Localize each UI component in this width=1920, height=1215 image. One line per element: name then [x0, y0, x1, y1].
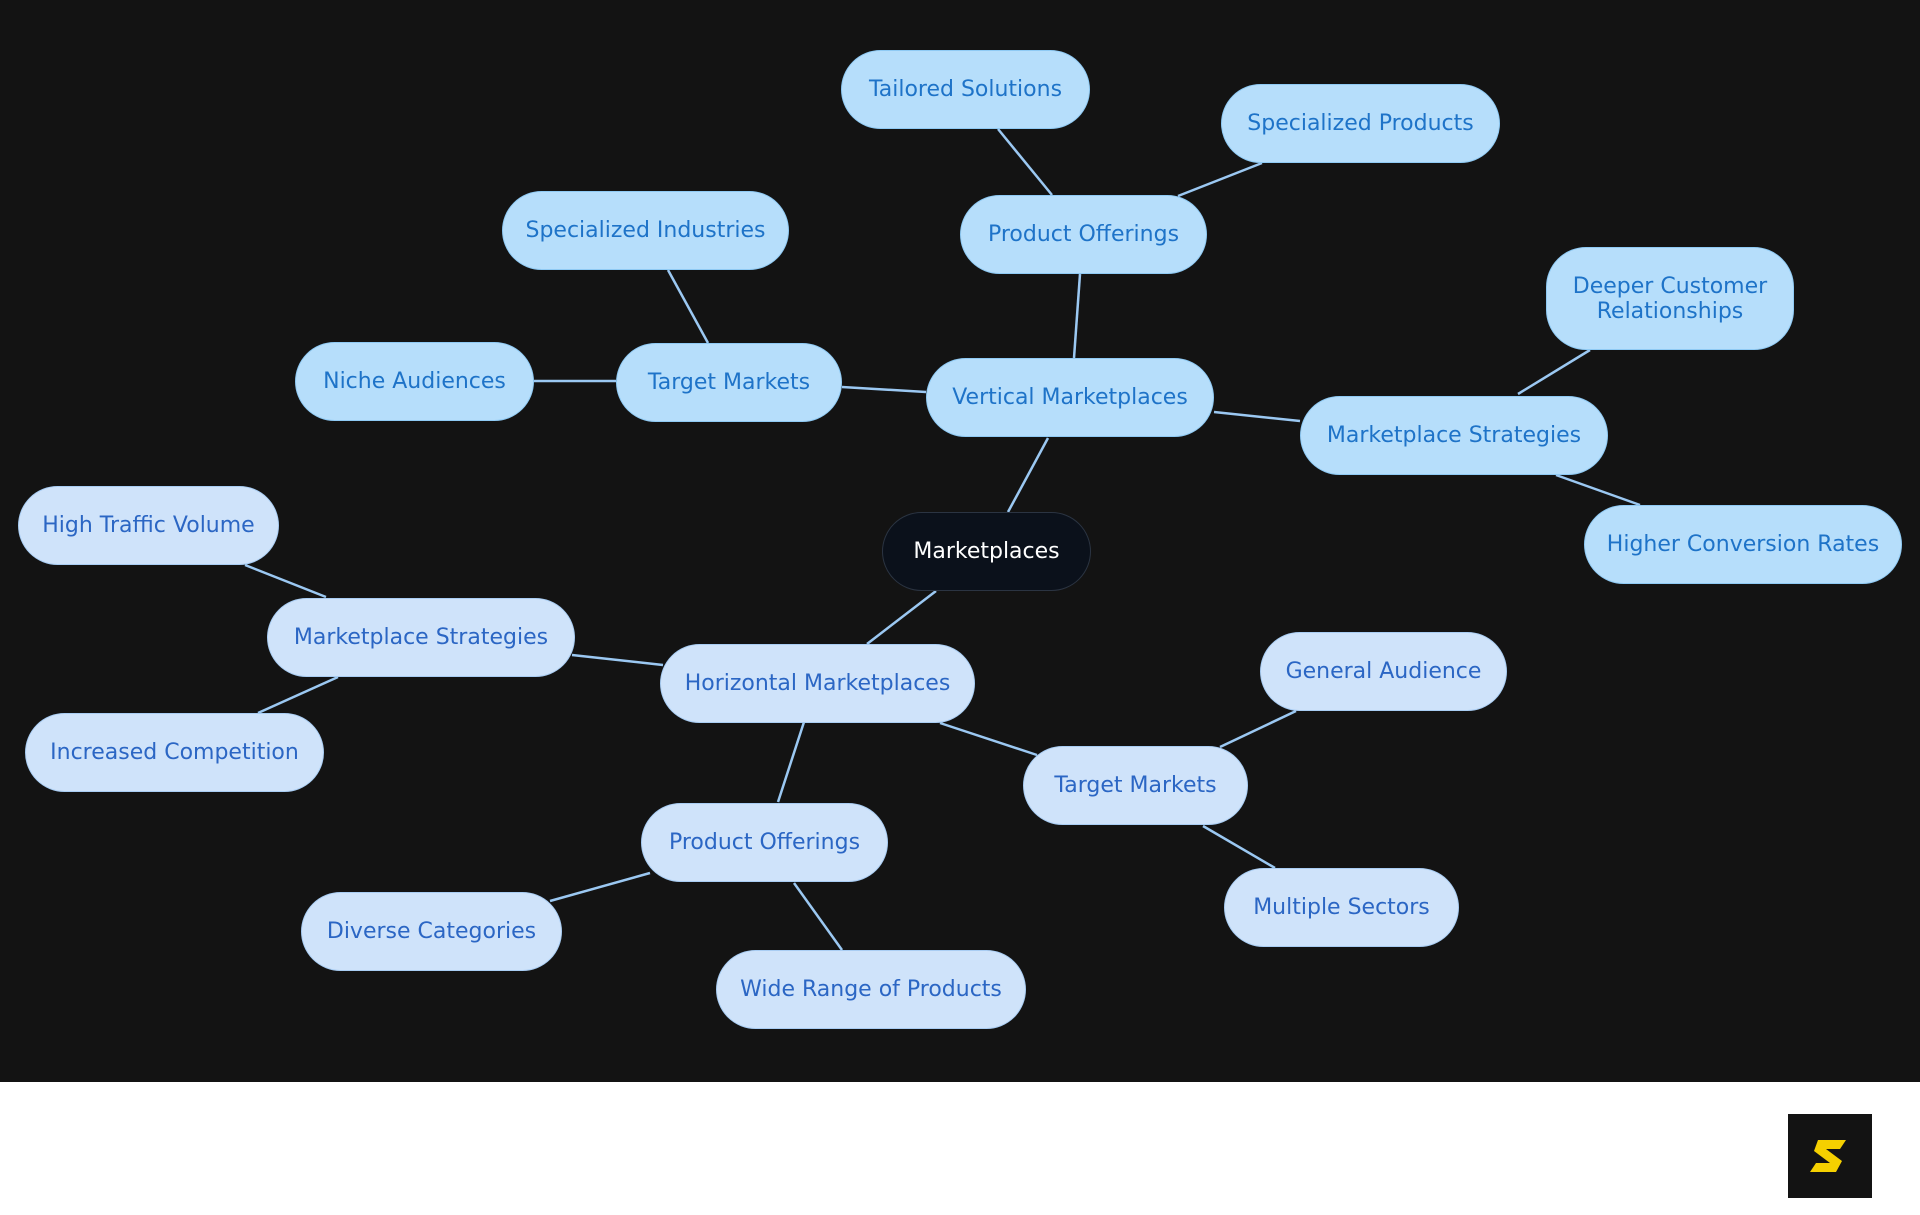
edge-hproduct-diverse — [549, 871, 651, 903]
edge-vertical-strategies — [1213, 410, 1301, 423]
edge-root-horizontal — [866, 590, 937, 645]
edge-vstrat-deeper — [1517, 348, 1591, 396]
edge-horizontal-product — [776, 721, 806, 803]
edge-vertical-target — [841, 385, 927, 394]
mindmap-canvas: Marketplaces Vertical Marketplaces Produ… — [0, 0, 1920, 1082]
node-vertical-marketplace-strategies[interactable]: Marketplace Strategies — [1300, 396, 1608, 475]
edge-htarget-general — [1219, 709, 1297, 749]
node-vertical-product-offerings[interactable]: Product Offerings — [960, 195, 1207, 274]
node-increased-competition[interactable]: Increased Competition — [25, 713, 324, 792]
edge-horizontal-strategies — [571, 653, 664, 667]
node-specialized-industries[interactable]: Specialized Industries — [502, 191, 789, 270]
edge-vstrat-higher — [1555, 473, 1641, 507]
node-horizontal-marketplaces[interactable]: Horizontal Marketplaces — [660, 644, 975, 723]
node-horizontal-product-offerings[interactable]: Product Offerings — [641, 803, 888, 882]
connector-lines — [244, 128, 1641, 951]
node-multiple-sectors[interactable]: Multiple Sectors — [1224, 868, 1459, 947]
node-general-audience[interactable]: General Audience — [1260, 632, 1507, 711]
node-horizontal-target-markets[interactable]: Target Markets — [1023, 746, 1248, 825]
node-wide-range-of-products[interactable]: Wide Range of Products — [716, 950, 1026, 1029]
node-tailored-solutions[interactable]: Tailored Solutions — [841, 50, 1090, 129]
node-marketplaces[interactable]: Marketplaces — [882, 512, 1091, 591]
edge-horizontal-target — [939, 721, 1038, 757]
edge-htarget-sectors — [1202, 824, 1276, 870]
node-high-traffic-volume[interactable]: High Traffic Volume — [18, 486, 279, 565]
edge-vproduct-specialized — [1177, 161, 1263, 198]
node-specialized-products[interactable]: Specialized Products — [1221, 84, 1500, 163]
edge-hstrat-competition — [257, 675, 339, 715]
edge-hproduct-wide — [792, 882, 844, 951]
edge-root-vertical — [1006, 437, 1050, 513]
node-deeper-customer-relationships[interactable]: Deeper Customer Relationships — [1546, 247, 1794, 350]
s-logo-icon — [1788, 1114, 1872, 1198]
edge-hstrat-traffic — [244, 563, 327, 599]
edge-vproduct-tailored — [997, 128, 1053, 196]
node-diverse-categories[interactable]: Diverse Categories — [301, 892, 562, 971]
edge-vtarget-industries — [666, 269, 710, 344]
node-higher-conversion-rates[interactable]: Higher Conversion Rates — [1584, 505, 1902, 584]
node-vertical-target-markets[interactable]: Target Markets — [616, 343, 842, 422]
node-vertical-marketplaces[interactable]: Vertical Marketplaces — [926, 358, 1214, 437]
node-horizontal-marketplace-strategies[interactable]: Marketplace Strategies — [267, 598, 575, 677]
edge-vertical-product — [1072, 273, 1082, 359]
node-niche-audiences[interactable]: Niche Audiences — [295, 342, 534, 421]
